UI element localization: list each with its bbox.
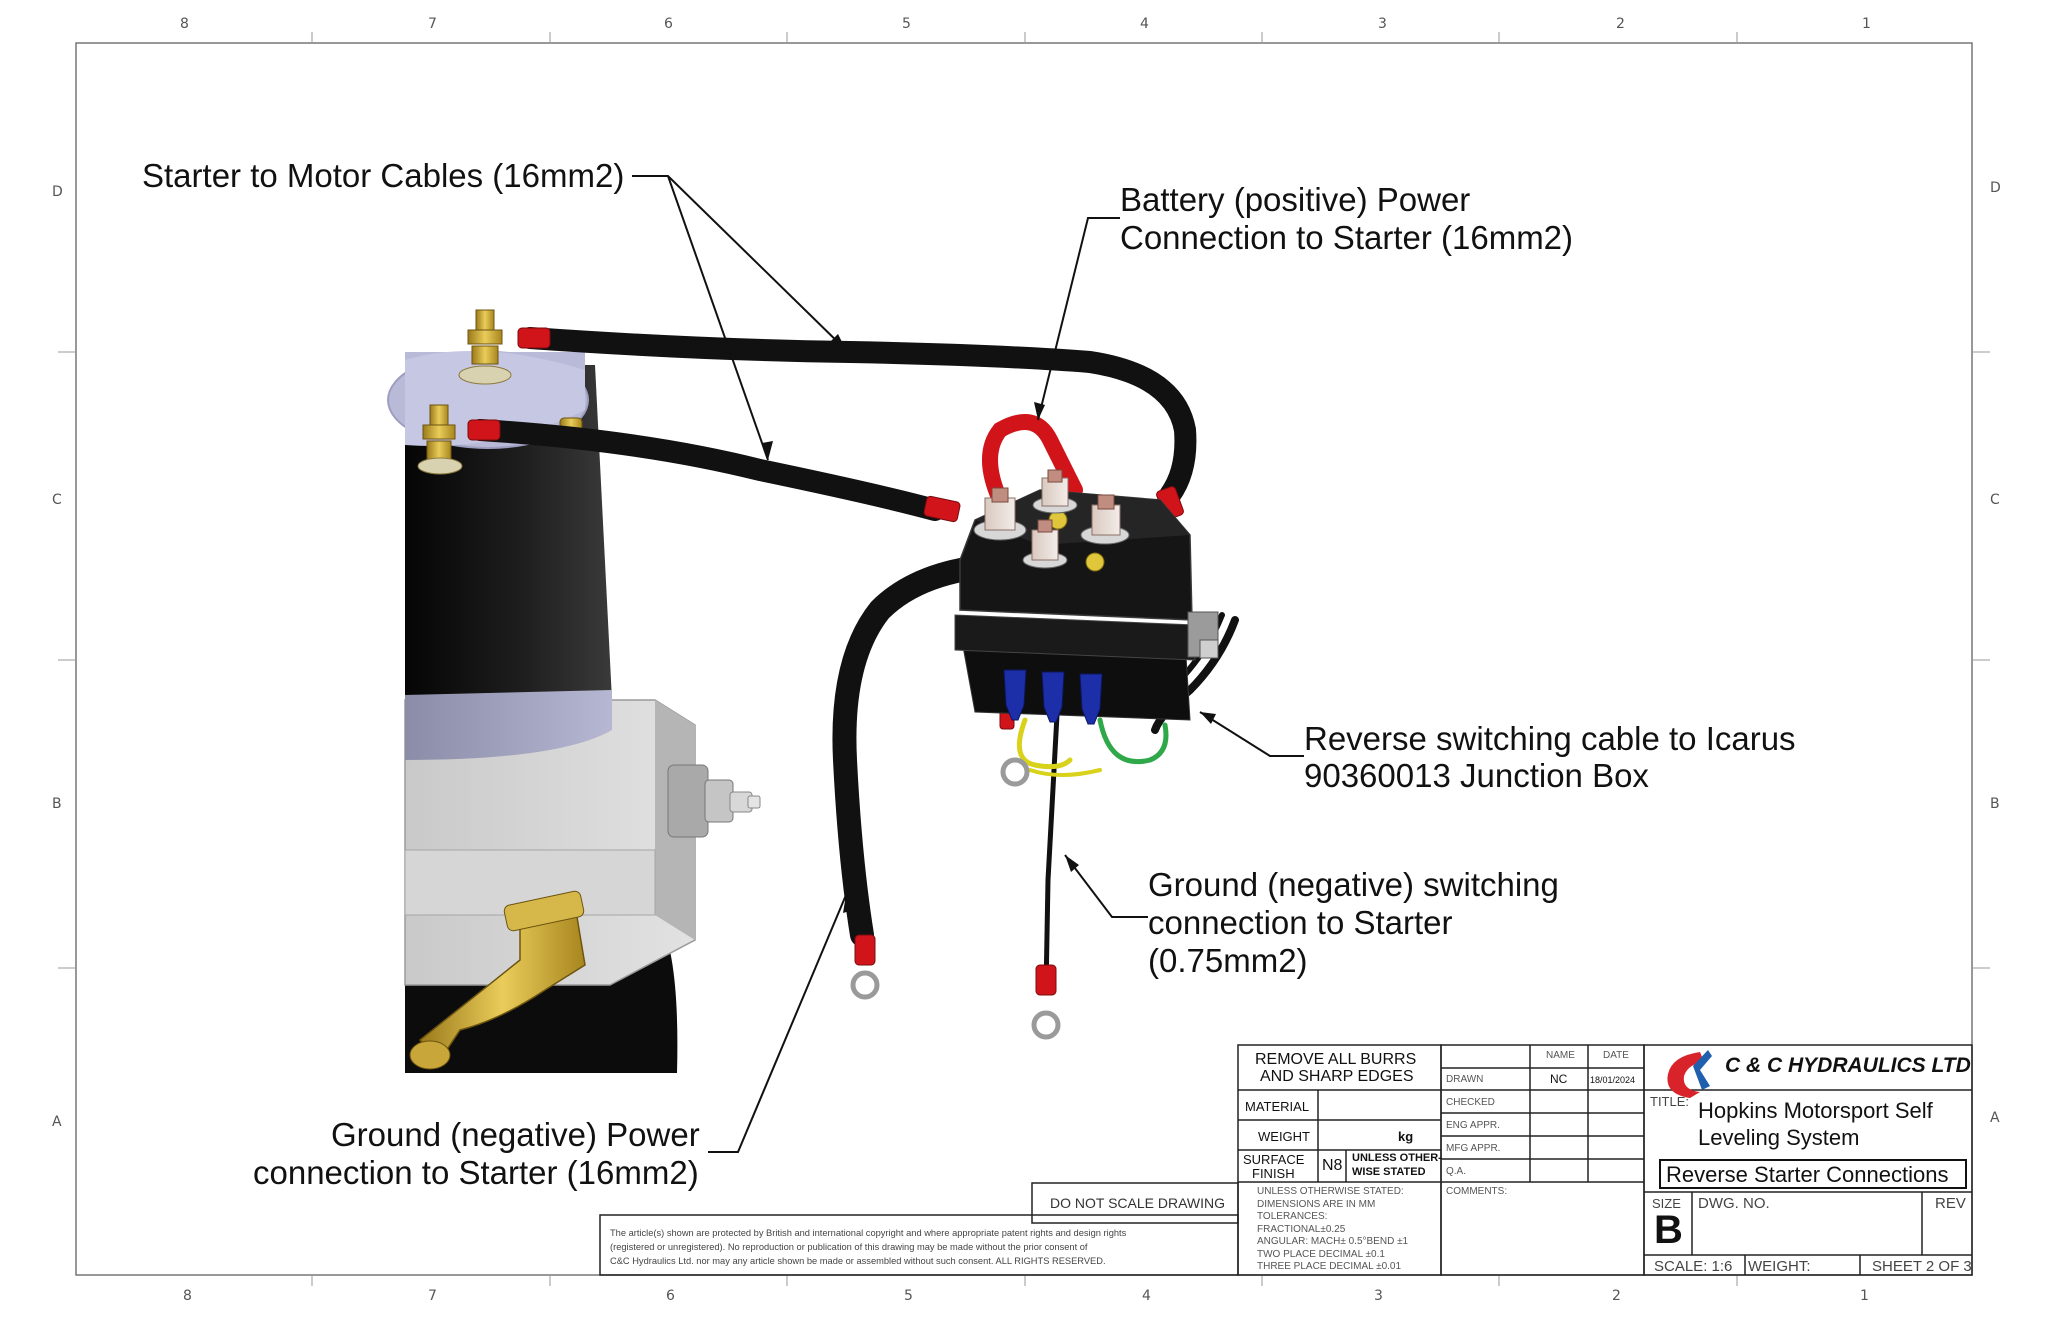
callout-ground-switching-line2: connection to Starter <box>1148 904 1453 941</box>
zone-letter: C <box>1990 492 2000 508</box>
brass-elbow-fitting <box>409 890 586 1070</box>
cables <box>469 327 1239 993</box>
zone-number: 1 <box>1860 1288 1869 1304</box>
zone-number: 1 <box>1862 16 1871 32</box>
drawn-name: NC <box>1550 1072 1568 1086</box>
sheet-label: SHEET 2 OF 3 <box>1872 1258 1972 1275</box>
surface-finish-line1: SURFACE <box>1243 1152 1305 1167</box>
drawing-name: Reverse Starter Connections <box>1666 1162 1949 1187</box>
copyright-line2: (registered or unregistered). No reprodu… <box>610 1242 1088 1252</box>
callout-motor-cables: Starter to Motor Cables (16mm2) <box>142 157 625 194</box>
weight-unit: kg <box>1398 1129 1414 1144</box>
zone-number: 5 <box>904 1288 913 1304</box>
zone-number: 8 <box>180 16 189 32</box>
zone-number: 4 <box>1140 16 1149 32</box>
zone-letter: B <box>52 796 62 812</box>
surface-finish-line2: FINISH <box>1252 1166 1295 1181</box>
leader-lines <box>632 175 1304 1153</box>
zone-number: 2 <box>1612 1288 1621 1304</box>
zone-letter: D <box>52 184 63 200</box>
zone-letter: C <box>52 492 62 508</box>
callout-battery-line1: Battery (positive) Power <box>1120 181 1471 218</box>
zone-number: 4 <box>1142 1288 1151 1304</box>
finish-value: N8 <box>1322 1157 1343 1174</box>
column-date: DATE <box>1603 1050 1629 1061</box>
tolerance-line: TWO PLACE DECIMAL ±0.1 <box>1257 1248 1385 1260</box>
zone-number: 7 <box>428 16 437 32</box>
title-block-frame <box>599 1044 1973 1276</box>
motor-terminal-studs <box>417 309 583 475</box>
title-label: TITLE: <box>1650 1094 1690 1109</box>
zone-letter: A <box>52 1114 62 1130</box>
company-name: C & C HYDRAULICS LTD <box>1725 1054 1971 1077</box>
callout-reverse-line1: Reverse switching cable to Icarus <box>1304 720 1796 757</box>
row-mfg-appr: MFG APPR. <box>1446 1143 1501 1154</box>
zone-number: 8 <box>183 1288 192 1304</box>
unless-line1: UNLESS OTHER- <box>1352 1152 1442 1164</box>
material-label: MATERIAL <box>1245 1099 1310 1114</box>
tolerance-line: ANGULAR: MACH± 0.5°BEND ±1 <box>1257 1236 1409 1247</box>
starter-solenoid <box>954 469 1219 725</box>
tolerance-line: FRACTIONAL±0.25 <box>1257 1223 1346 1235</box>
zone-number: 6 <box>666 1288 675 1304</box>
size-value: B <box>1654 1208 1683 1252</box>
zone-letter: B <box>1990 796 2000 812</box>
scale-label: SCALE: 1:6 <box>1654 1258 1733 1275</box>
hydraulic-motor <box>387 309 761 1073</box>
zone-letter: A <box>1990 1110 2000 1126</box>
unless-line2: WISE STATED <box>1352 1166 1426 1178</box>
callout-ground-switching-line3: (0.75mm2) <box>1148 942 1308 979</box>
zone-number: 3 <box>1374 1288 1383 1304</box>
rev-label: REV <box>1935 1195 1966 1212</box>
callout-reverse-line2: 90360013 Junction Box <box>1304 757 1649 794</box>
copyright-line3: C&C Hydraulics Ltd. nor may any article … <box>610 1256 1106 1266</box>
tolerance-line: TOLERANCES: <box>1257 1211 1328 1222</box>
zone-number: 2 <box>1616 16 1625 32</box>
weight-footer-label: WEIGHT: <box>1748 1258 1811 1275</box>
drawn-date: 18/01/2024 <box>1590 1075 1636 1085</box>
column-name: NAME <box>1546 1050 1575 1061</box>
row-drawn: DRAWN <box>1446 1074 1484 1085</box>
title-line2: Leveling System <box>1698 1125 1860 1150</box>
row-eng-appr: ENG APPR. <box>1446 1120 1500 1131</box>
zone-ticks <box>58 32 1990 1286</box>
row-checked: CHECKED <box>1446 1097 1495 1108</box>
do-not-scale: DO NOT SCALE DRAWING <box>1050 1195 1226 1211</box>
zone-number: 5 <box>902 16 911 32</box>
leader-arrowheads <box>762 334 1216 913</box>
callout-ground-switching-line1: Ground (negative) switching <box>1148 866 1559 903</box>
callout-ground-power-line1: Ground (negative) Power <box>331 1116 700 1153</box>
row-comments: COMMENTS: <box>1446 1186 1508 1197</box>
remove-burrs-line1: REMOVE ALL BURRS <box>1255 1051 1417 1068</box>
title-line1: Hopkins Motorsport Self <box>1698 1098 1933 1123</box>
zone-letter: D <box>1990 180 2001 196</box>
copyright-line1: The article(s) shown are protected by Br… <box>610 1228 1127 1238</box>
zone-number: 7 <box>428 1288 437 1304</box>
ring-terminals <box>850 757 1061 1040</box>
tolerance-line: UNLESS OTHERWISE STATED: <box>1257 1186 1404 1197</box>
dwg-no-label: DWG. NO. <box>1698 1195 1770 1212</box>
callout-ground-power-line2: connection to Starter (16mm2) <box>253 1154 699 1191</box>
zone-number: 3 <box>1378 16 1387 32</box>
tolerance-line: DIMENSIONS ARE IN MM <box>1257 1198 1376 1210</box>
size-label: SIZE <box>1652 1196 1681 1211</box>
remove-burrs-line2: AND SHARP EDGES <box>1260 1068 1414 1085</box>
solenoid-terminal-nuts <box>973 469 1130 569</box>
blue-spade-terminals <box>1003 669 1103 725</box>
row-qa: Q.A. <box>1446 1166 1467 1177</box>
company-logo <box>1667 1050 1712 1098</box>
zone-number: 6 <box>664 16 673 32</box>
weight-label: WEIGHT <box>1258 1129 1310 1144</box>
drawing-name-box <box>1659 1159 1967 1189</box>
tolerance-line: THREE PLACE DECIMAL ±0.01 <box>1257 1261 1402 1272</box>
tolerances-block: UNLESS OTHERWISE STATED: DIMENSIONS ARE … <box>1257 1186 1408 1274</box>
callout-battery-line2: Connection to Starter (16mm2) <box>1120 219 1574 256</box>
